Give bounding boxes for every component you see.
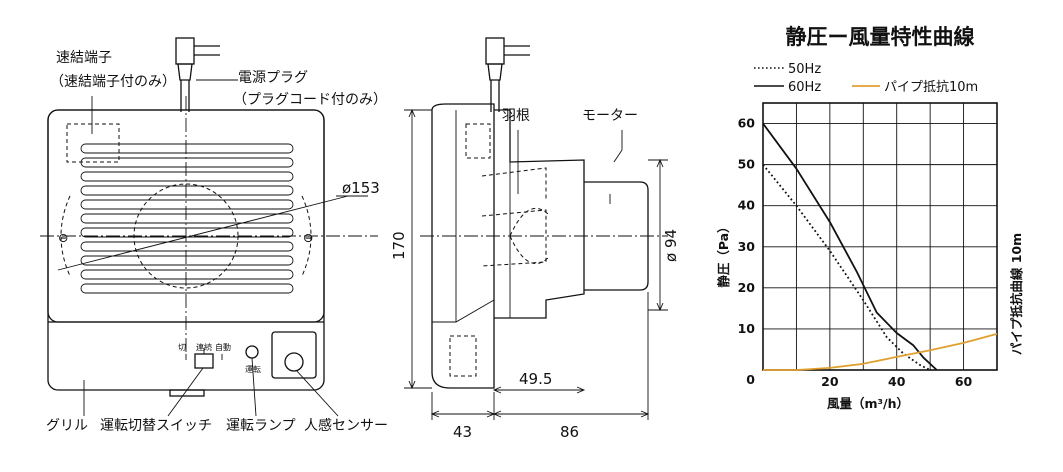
series-line-0 [762, 164, 931, 371]
switch-mark-auto: 自動 [215, 342, 231, 352]
grille-label: グリル [46, 418, 88, 434]
motor-diameter-dimension: ø 94 [662, 229, 680, 262]
offset-dimension: 49.5 [519, 370, 552, 388]
y-tick-label: 40 [738, 198, 756, 213]
side-view [404, 37, 668, 420]
lamp-label: 運転ランプ [226, 418, 296, 434]
switch-mark-off: 切 [178, 343, 186, 352]
front-view: ⊖ ⊖ ø153 切 連続 自動 運転 [40, 37, 380, 417]
legend-60hz: 60Hz [788, 80, 821, 95]
y-tick-label: 60 [738, 116, 756, 131]
svg-text:⊖: ⊖ [303, 230, 313, 245]
terminal-label: 速結端子 [56, 50, 112, 66]
motor-label: モーター [582, 108, 638, 124]
chart-title: 静圧ー風量特性曲線 [786, 25, 975, 49]
plug-label: 電源プラグ [238, 70, 308, 86]
blade-label: 羽根 [502, 108, 530, 124]
y-tick-label: 10 [738, 321, 756, 336]
terminal-box [66, 123, 120, 163]
motion-sensor [271, 331, 317, 379]
mode-switch[interactable] [185, 348, 223, 369]
series-line-2 [763, 333, 998, 371]
chart-legend: 50Hz 60Hz パイプ抵抗10m [754, 62, 978, 95]
plug-note: （プラグコード付のみ） [233, 92, 387, 108]
height-dimension: 170 [390, 231, 408, 260]
x-tick-label: 20 [821, 374, 839, 389]
y-tick-label: 20 [738, 280, 756, 295]
y-tick-label: 30 [738, 239, 756, 254]
depth-front-dimension: 43 [453, 423, 472, 441]
grille-slats [80, 143, 294, 294]
depth-rear-dimension: 86 [560, 423, 579, 441]
side-body-outline [431, 103, 495, 389]
plug-icon [175, 37, 220, 112]
terminal-note: （速結端子付のみ） [50, 74, 176, 90]
legend-50hz: 50Hz [788, 62, 821, 77]
pq-chart: 静圧ー風量特性曲線 50Hz 60Hz パイプ抵抗10m 10 20 30 40 50 6… [716, 25, 1024, 411]
switch-label: 運転切替スイッチ [100, 418, 212, 434]
x-tick-label: 40 [888, 374, 906, 389]
plot-frame [762, 102, 998, 371]
sensor-label: 人感センサー [304, 417, 388, 434]
diameter-label: ø153 [342, 179, 380, 197]
motor-body [584, 181, 649, 291]
origin-label: 0 [746, 372, 755, 387]
x-tick-label: 60 [955, 374, 973, 389]
series-line-1 [762, 122, 938, 371]
switch-mark-continuous: 連続 [196, 342, 212, 352]
legend-pipe: パイプ抵抗10m [884, 80, 978, 95]
y-tick-label: 50 [738, 157, 756, 172]
run-lamp [245, 345, 259, 359]
svg-text:⊖: ⊖ [58, 230, 68, 245]
y2-axis-label: パイプ抵抗曲線 10m [1009, 233, 1024, 355]
y-axis-label: 静圧（Pa） [716, 220, 731, 287]
plug-icon [485, 37, 530, 112]
x-axis-label: 風量（m³/h） [827, 396, 909, 411]
